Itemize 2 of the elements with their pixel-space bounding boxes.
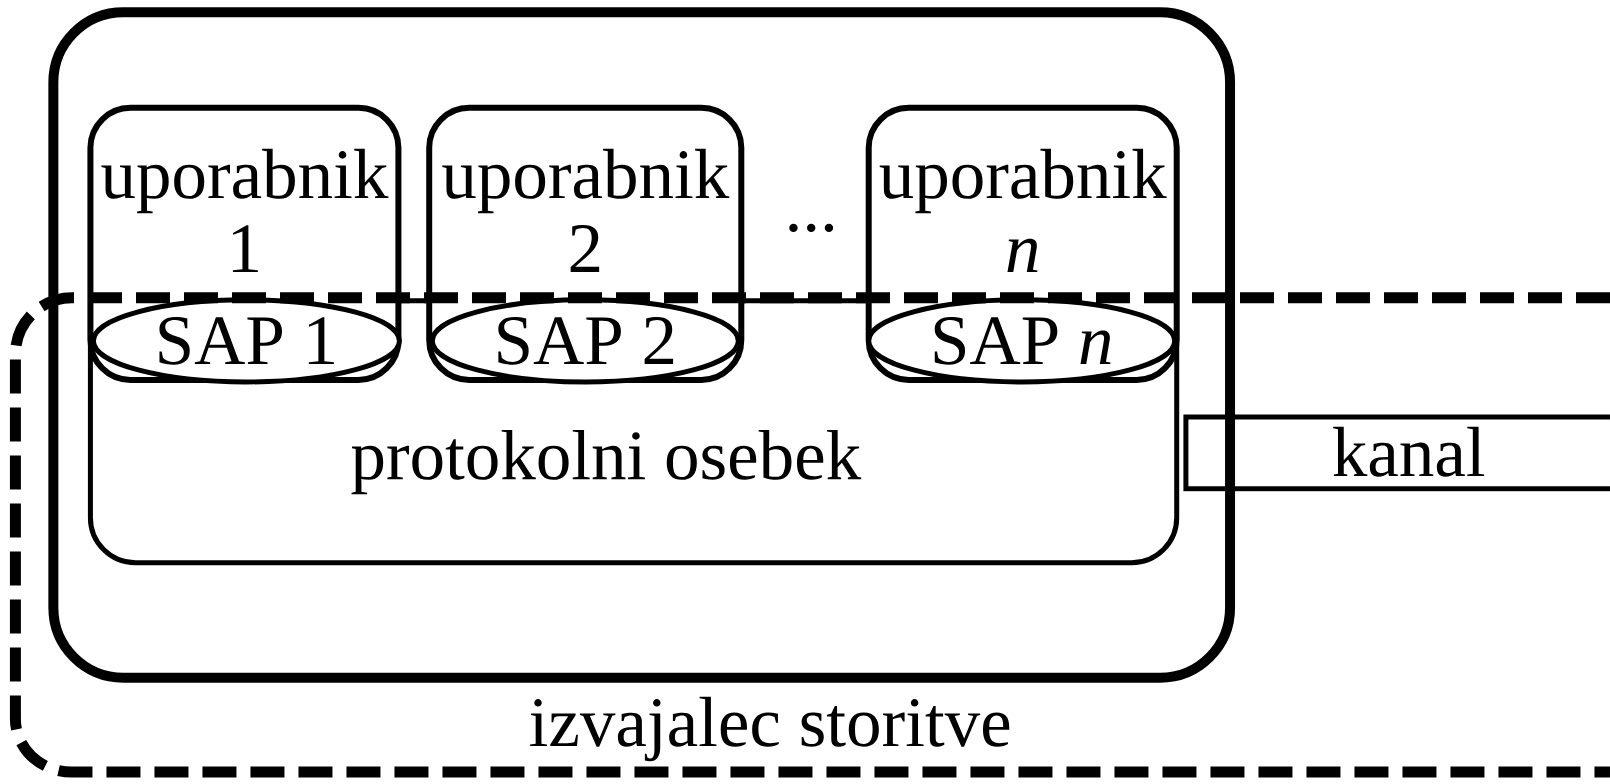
ellipsis: ...	[789, 223, 834, 233]
system-box	[48, 7, 1236, 683]
